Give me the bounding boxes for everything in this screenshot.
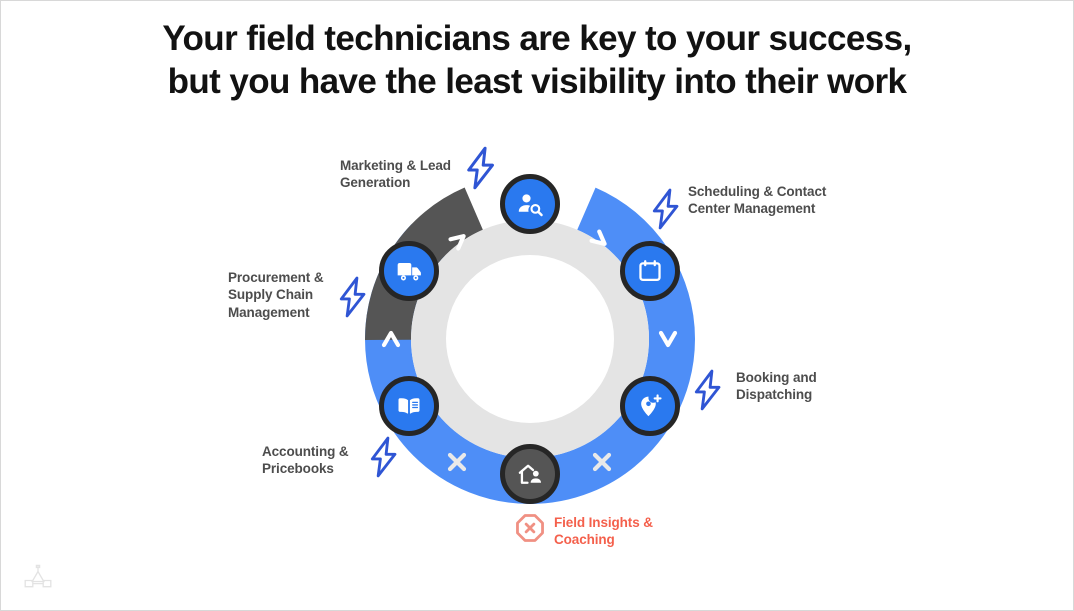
label-booking-dispatching: Booking and Dispatching	[736, 370, 817, 403]
map-pin-plus-icon	[640, 393, 662, 416]
bolt-icon-marketing	[462, 146, 500, 190]
marker-bottom-left-cross	[447, 452, 467, 472]
ring-inner-gray	[411, 220, 649, 458]
home-technician-icon	[518, 464, 541, 484]
bolt-icon-procurement	[335, 276, 371, 318]
brand-watermark-logo	[22, 561, 54, 593]
bolt-icon-scheduling	[648, 188, 684, 230]
label-procurement-supply-chain: Procurement & Supply Chain Management	[228, 270, 324, 320]
node-procurement-supply-chain[interactable]	[379, 241, 439, 301]
bolt-icon-accounting	[366, 436, 402, 478]
marker-top-right-chevron	[589, 229, 607, 246]
label-marketing-lead-generation: Marketing & Lead Generation	[340, 158, 451, 191]
donut-ring	[365, 174, 695, 504]
user-search-icon	[518, 194, 543, 217]
marker-bottom-right-cross	[592, 452, 612, 472]
calendar-icon	[639, 260, 661, 282]
label-field-insights-coaching: Field Insights & Coaching	[554, 515, 653, 548]
title-line-2: but you have the least visibility into t…	[167, 61, 907, 101]
label-accounting-pricebooks: Accounting & Pricebooks	[262, 444, 349, 477]
ring-center-hub	[446, 255, 614, 423]
truck-icon	[397, 262, 421, 280]
marker-right-chevron	[658, 330, 678, 348]
node-accounting-pricebooks[interactable]	[379, 376, 439, 436]
marker-top-left-chevron	[448, 234, 466, 251]
page-title: Your field technicians are key to your s…	[0, 18, 1074, 103]
book-icon	[398, 398, 420, 414]
node-marketing-lead-generation[interactable]	[500, 174, 560, 234]
octagon-x-icon	[514, 512, 546, 544]
node-field-insights-coaching[interactable]	[500, 444, 560, 504]
label-scheduling-contact-center: Scheduling & Contact Center Management	[688, 184, 827, 217]
title-line-1: Your field technicians are key to your s…	[162, 19, 912, 58]
marker-left-chevron	[381, 330, 401, 348]
node-booking-dispatching[interactable]	[620, 376, 680, 436]
node-scheduling-contact-center[interactable]	[620, 241, 680, 301]
bolt-icon-booking	[690, 369, 726, 411]
